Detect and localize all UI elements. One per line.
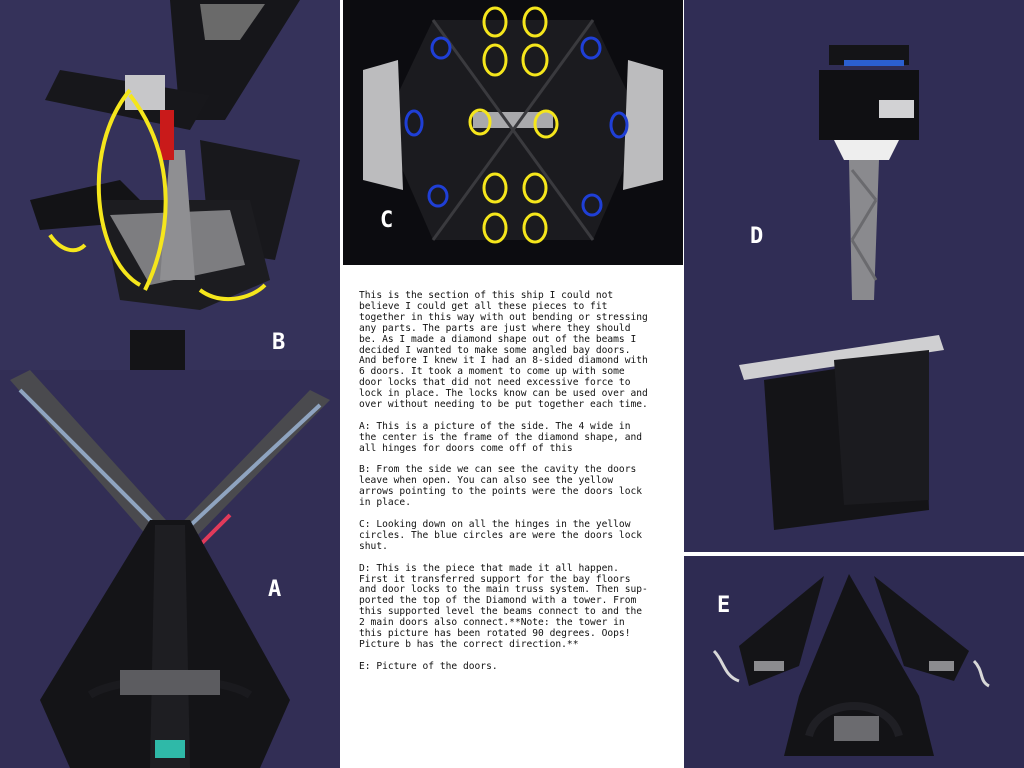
photo-e-label: E xyxy=(717,593,731,618)
photo-d: D xyxy=(684,0,1024,552)
divider-vertical-left xyxy=(340,0,343,768)
photo-c: C xyxy=(343,0,683,265)
photo-d-drawing xyxy=(739,45,944,530)
photo-c-label: C xyxy=(380,208,394,233)
photo-b-drawing xyxy=(30,0,300,370)
photo-a-drawing xyxy=(10,370,330,768)
description-text-panel: This is the section of this ship I could… xyxy=(343,268,683,768)
description-a: A: This is a picture of the side. The 4 … xyxy=(359,420,643,454)
description-d: D: This is the piece that made it all ha… xyxy=(359,562,648,650)
divider-horizontal-center xyxy=(343,265,683,268)
divider-horizontal-right xyxy=(684,552,1024,556)
photo-b-label: B xyxy=(272,330,286,355)
photo-a: A xyxy=(0,370,340,768)
photo-e: E xyxy=(684,556,1024,768)
description-c: C: Looking down on all the hinges in the… xyxy=(359,518,643,552)
description-intro: This is the section of this ship I could… xyxy=(359,290,648,411)
photo-d-label: D xyxy=(750,224,764,249)
divider-vertical-right xyxy=(683,0,684,768)
photo-e-drawing xyxy=(712,574,990,756)
photo-b: B xyxy=(0,0,340,370)
photo-a-label: A xyxy=(268,577,282,602)
photo-c-drawing xyxy=(363,6,663,244)
description-b: B: From the side we can see the cavity t… xyxy=(359,464,643,509)
description-e: E: Picture of the doors. xyxy=(359,660,498,672)
